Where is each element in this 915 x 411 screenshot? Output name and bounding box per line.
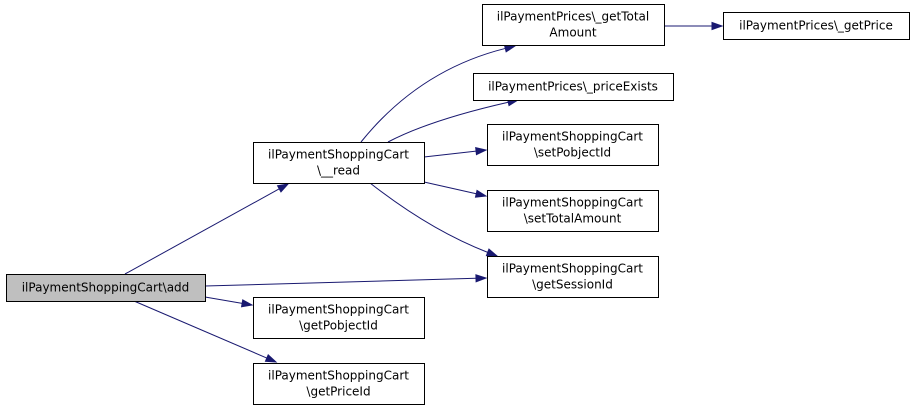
edge-line (423, 150, 477, 158)
edge-line (124, 188, 280, 275)
node-label-line: \setTotalAmount (524, 212, 622, 226)
node-box (253, 363, 425, 405)
edge-line (204, 296, 243, 304)
arrow-head (240, 299, 254, 308)
node-box (253, 142, 425, 184)
node-label-line: ilPaymentShoppingCart (502, 262, 643, 276)
node-label-line: \getSessionId (532, 278, 613, 292)
node-label-line: \getPriceId (306, 385, 370, 399)
node-setTotalAmount[interactable]: ilPaymentShoppingCart \setTotalAmount (487, 190, 659, 232)
edge-line (133, 300, 268, 359)
node-priceExists[interactable]: ilPaymentPrices\_priceExists (473, 73, 674, 101)
edge-line (423, 181, 477, 195)
node-label-line: \setPobjectId (534, 146, 611, 160)
node-add[interactable]: ilPaymentShoppingCart\add (6, 274, 206, 302)
node-label-line: ilPaymentShoppingCart (502, 130, 643, 144)
arrow-head (264, 353, 278, 363)
node-label-line: ilPaymentShoppingCart (502, 196, 643, 210)
nodes-layer: ilPaymentShoppingCart\add ilPaymentShoppi… (6, 4, 910, 405)
edge-getTotalAmount-to-getPrice (664, 21, 724, 31)
node-getPrice[interactable]: ilPaymentPrices\_getPrice (723, 12, 910, 40)
node-box (487, 124, 659, 166)
node-getPobjectId[interactable]: ilPaymentShoppingCart \getPobjectId (253, 297, 425, 339)
node-label-line: ilPaymentPrices\_getTotal (497, 10, 650, 24)
node-label-line: ilPaymentPrices\_priceExists (488, 80, 658, 94)
node-label-line: \__read (317, 164, 360, 178)
node-box (487, 256, 659, 298)
arrow-head (276, 183, 290, 193)
node-box (253, 297, 425, 339)
node-label-line: ilPaymentShoppingCart\add (22, 281, 190, 295)
node-label-line: ilPaymentShoppingCart (268, 148, 409, 162)
edge-line (387, 101, 509, 143)
node-box (723, 12, 910, 40)
edge-line (204, 277, 477, 287)
edge-add-to-getSessionId (204, 274, 488, 287)
arrow-head (475, 146, 488, 156)
node-setPobjectId[interactable]: ilPaymentShoppingCart \setPobjectId (487, 124, 659, 166)
node-label-line: ilPaymentShoppingCart (268, 303, 409, 317)
node-label-line: ilPaymentShoppingCart (268, 369, 409, 383)
node-getSessionId[interactable]: ilPaymentShoppingCart \getSessionId (487, 256, 659, 298)
edge-add-to-getPriceId (133, 300, 278, 363)
edge-add-to-read (124, 183, 290, 275)
arrow-head (503, 44, 517, 53)
node-read[interactable]: ilPaymentShoppingCart \__read (253, 142, 425, 184)
edge-read-to-getSessionId (369, 182, 499, 257)
node-box (487, 190, 659, 232)
edges-layer (124, 21, 724, 363)
edge-line (369, 182, 488, 253)
edge-read-to-setPobjectId (423, 146, 488, 158)
node-box (473, 73, 674, 101)
node-getPriceId[interactable]: ilPaymentShoppingCart \getPriceId (253, 363, 425, 405)
node-box (482, 4, 665, 46)
edge-line (360, 47, 506, 143)
edge-read-to-setTotalAmount (423, 181, 488, 198)
arrow-head (711, 21, 724, 31)
arrow-head (475, 274, 488, 283)
arrow-head (485, 248, 499, 257)
node-label-line: Amount (549, 26, 596, 40)
arrow-head (474, 189, 488, 198)
node-box (6, 274, 206, 302)
node-label-line: ilPaymentPrices\_getPrice (739, 19, 893, 33)
edge-add-to-getPobjectId (204, 296, 254, 308)
node-label-line: \getPobjectId (299, 319, 378, 333)
